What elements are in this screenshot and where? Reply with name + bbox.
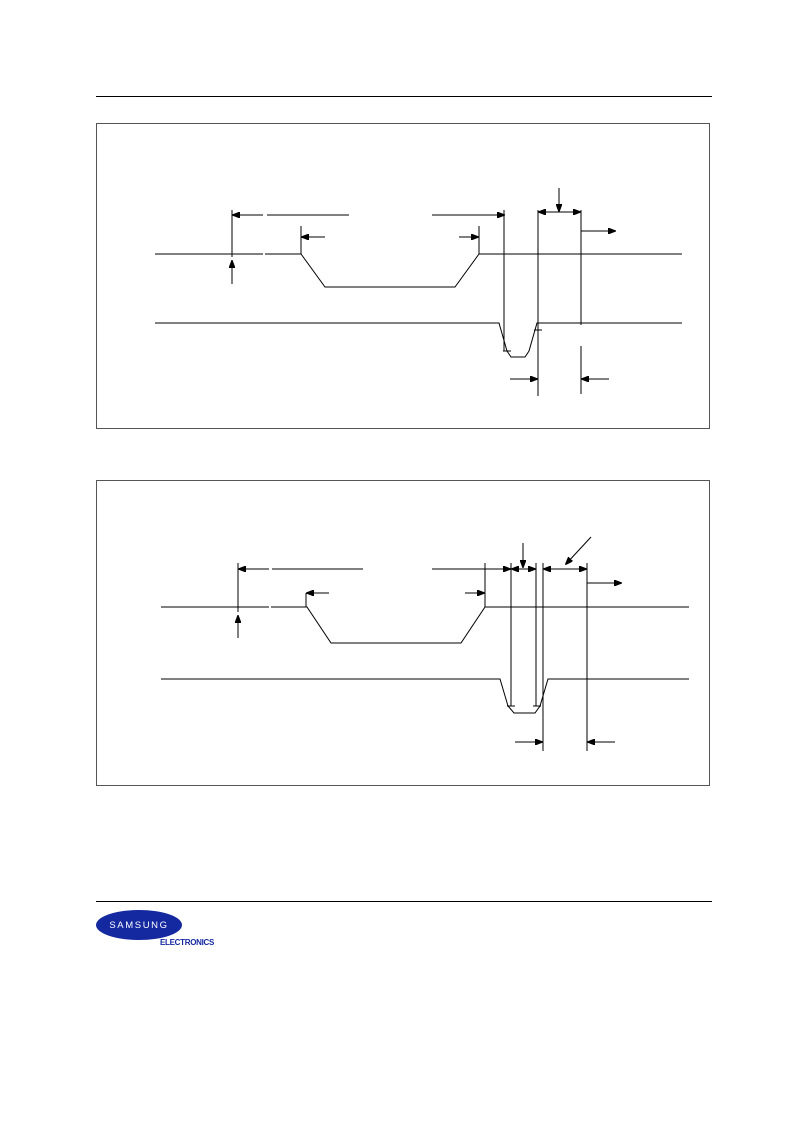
timing-diagram-1-svg [155, 188, 682, 396]
dimension-line [566, 536, 592, 564]
signal-1-waveform [161, 606, 689, 644]
samsung-logo: SAMSUNG ELECTRONICS [96, 908, 236, 952]
signal-2-waveform [155, 322, 682, 358]
timing-diagram-1 [96, 123, 710, 429]
timing-diagram-2 [96, 480, 710, 786]
logo-wordmark: SAMSUNG [109, 919, 169, 931]
timing-diagram-2-svg [161, 536, 689, 751]
logo-ellipse: SAMSUNG [96, 910, 182, 940]
signal-2-waveform [161, 678, 689, 714]
logo-subtitle: ELECTRONICS [160, 938, 215, 947]
footer-rule [96, 901, 712, 902]
header-rule [96, 96, 712, 97]
signal-1-waveform [155, 253, 682, 288]
